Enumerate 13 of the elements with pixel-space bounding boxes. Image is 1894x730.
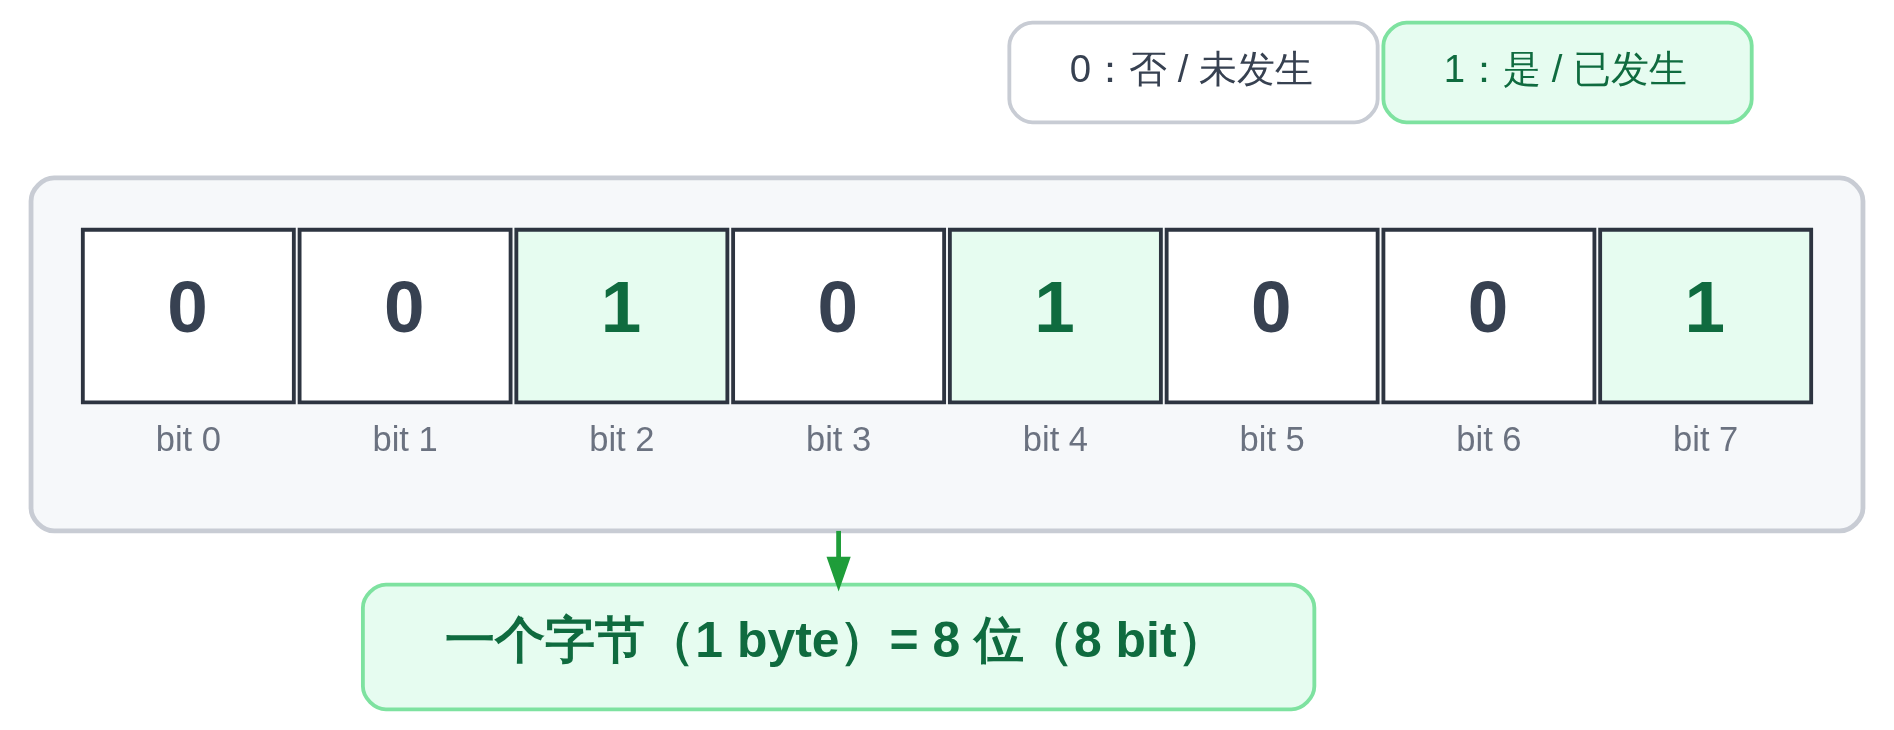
arrow [826,530,851,592]
node-label: bit 2 [589,420,655,459]
node-label: bit 0 [155,420,221,459]
legend-label: 0：否 / 未发生 [1069,47,1314,91]
legend-label: 1：是 / 已发生 [1443,47,1688,91]
node-box: 一个字节（1 byte）= 8 位（8 bit） [360,582,1317,712]
node-label: bit 3 [806,420,872,459]
node-label: bit 7 [1673,420,1739,459]
node-label: bit 1 [372,420,438,459]
cluster [28,175,1866,534]
node-label: bit 5 [1239,420,1305,459]
node-label: bit 6 [1456,420,1522,459]
node-label: bit 4 [1022,420,1089,459]
